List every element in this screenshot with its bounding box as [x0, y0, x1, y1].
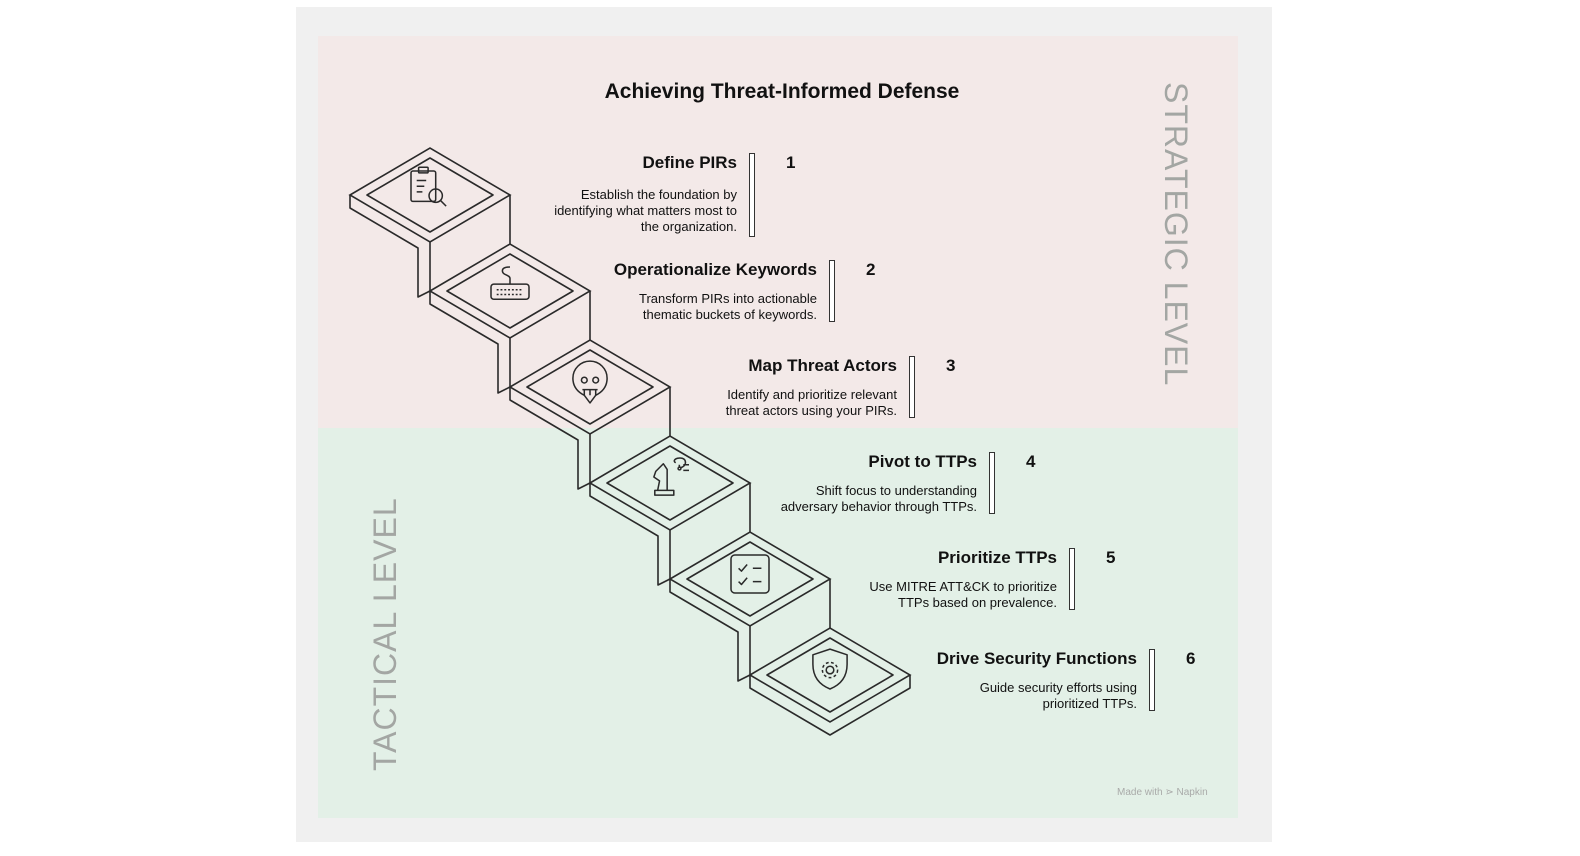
stair-step: [588, 435, 752, 579]
skull-pin-icon: [572, 360, 608, 404]
description-line: the organization.: [640, 219, 737, 234]
step-title: Drive Security Functions: [936, 649, 1137, 668]
stair-step: [508, 339, 672, 483]
step-title: Pivot to TTPs: [868, 452, 977, 471]
description-line: thematic buckets of keywords.: [642, 307, 817, 322]
step-title: Define PIRs: [642, 153, 737, 172]
description-line: Shift focus to understanding: [815, 483, 977, 498]
step-divider-bar: [829, 260, 835, 322]
chess-knight-icon: [653, 457, 690, 496]
description-line: Use MITRE ATT&CK to prioritize: [869, 579, 1057, 594]
stair-step: [668, 531, 832, 675]
step-inner-face: [766, 637, 894, 713]
step-title: Map Threat Actors: [748, 356, 897, 375]
description-line: TTPs based on prevalence.: [898, 595, 1057, 610]
step-number: 1: [786, 153, 796, 172]
tactical-zone: [318, 428, 1238, 818]
step-divider-bar: [1149, 649, 1155, 711]
step-inner-face: [606, 445, 734, 521]
description-line: Establish the foundation by: [580, 187, 737, 202]
step-number: 3: [946, 356, 956, 375]
step-title: Prioritize TTPs: [937, 548, 1057, 567]
step-inner-face: [446, 253, 574, 329]
step-number: 4: [1026, 452, 1036, 471]
clipboard-search-icon: [410, 166, 447, 207]
step-top-face: [748, 627, 912, 723]
description-line: prioritized TTPs.: [1042, 696, 1137, 711]
step-divider-bar: [1069, 548, 1075, 610]
stair-step: [748, 627, 912, 723]
step-title: Operationalize Keywords: [613, 260, 817, 279]
step-divider-bar: [989, 452, 995, 514]
step-number: 2: [866, 260, 876, 279]
step-divider-bar: [749, 153, 755, 237]
watermark: Made with ⋗ Napkin: [1117, 787, 1208, 798]
description-line: identifying what matters most to: [554, 203, 737, 218]
stair-step: [348, 147, 512, 291]
step-inner-face: [366, 157, 494, 233]
diagram-title: Achieving Threat-Informed Defense: [604, 80, 960, 103]
keyboard-icon: [490, 266, 530, 301]
step-number: 6: [1186, 649, 1196, 668]
stair-step: [428, 243, 592, 387]
step-divider-bar: [909, 356, 915, 418]
description-line: Identify and prioritize relevant: [727, 387, 897, 402]
checklist-icon: [730, 554, 770, 594]
description-line: Guide security efforts using: [979, 680, 1137, 695]
strategic-zone: [318, 36, 1238, 428]
description-line: Transform PIRs into actionable: [639, 291, 817, 306]
shield-gear-icon: [812, 648, 848, 690]
description-line: adversary behavior through TTPs.: [780, 499, 977, 514]
description-line: threat actors using your PIRs.: [725, 403, 897, 418]
step-inner-face: [526, 349, 654, 425]
step-inner-face: [686, 541, 814, 617]
step-number: 5: [1106, 548, 1116, 567]
